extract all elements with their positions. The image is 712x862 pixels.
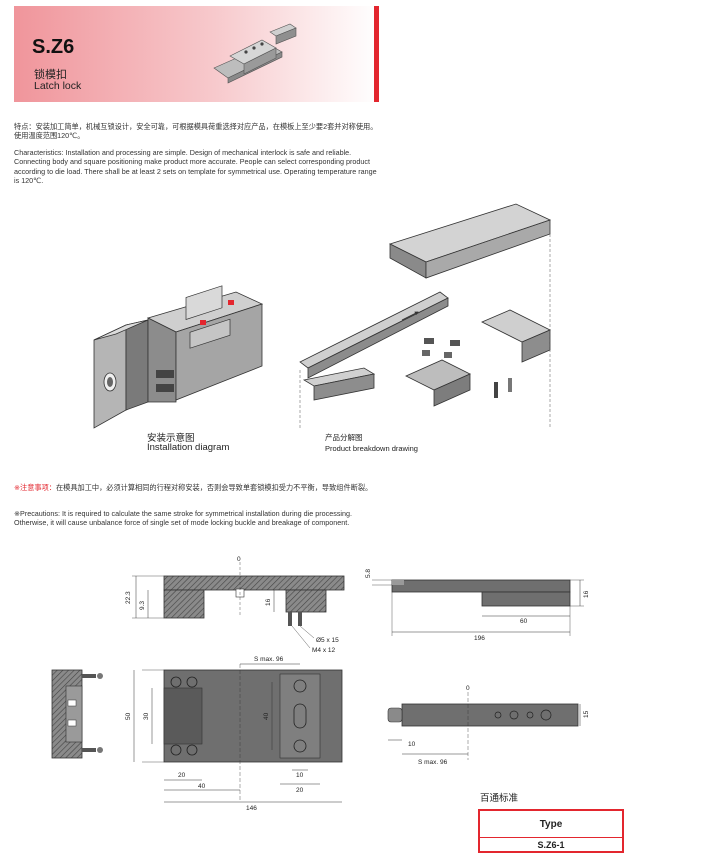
dim-10-b: 10: [408, 741, 416, 748]
title-banner: [14, 6, 378, 102]
installation-caption-en: Installation diagram: [147, 442, 230, 453]
type-table: Type S.Z6-1: [478, 809, 624, 853]
dim-5x15: Ø5 x 15: [316, 637, 339, 644]
dim-5-8: 5.8: [365, 569, 372, 578]
type-value: S.Z6-1: [537, 840, 565, 850]
dim-zero-a: 0: [237, 556, 241, 563]
dim-196: 196: [474, 635, 485, 642]
precautions-en: ※Precautions: It is required to calculat…: [14, 509, 352, 528]
dim-40-h: 40: [198, 783, 206, 790]
drawing-bar-profile: 5.8 16 60 196: [365, 569, 590, 642]
dim-16-a: 16: [265, 598, 272, 606]
precautions-cn-text: 在模具加工中，必须计算相同的行程对称安装，否则会导致单套锁模扣受力不平衡，导致组…: [55, 483, 373, 492]
drawing-plan-view: S max. 96 50 30 40 20 40 10 20 146: [125, 656, 343, 812]
product-thumbnail: [213, 23, 297, 84]
dim-m4x12: M4 x 12: [312, 647, 336, 654]
standard-title: 百通标准: [480, 793, 519, 804]
breakdown-caption-cn: 产品分解图: [325, 433, 363, 442]
precautions-cn: ※注意事项：在模具加工中，必须计算相同的行程对称安装，否则会导致单套锁模扣受力不…: [14, 483, 380, 492]
product-code: S.Z6: [32, 36, 75, 58]
installation-diagram: [93, 285, 264, 429]
features-cn: 特点：安装加工简单，机械互锁设计，安全可靠，可根据模具荷重选择对应产品，在模板上…: [14, 122, 378, 141]
product-name-cn: 锁模扣: [34, 69, 67, 81]
dim-60: 60: [520, 618, 528, 625]
dim-15: 15: [583, 710, 590, 718]
dim-s-max-bottom: S max. 96: [418, 759, 448, 766]
dim-10-a: 10: [296, 772, 304, 779]
dim-146: 146: [246, 805, 257, 812]
dim-20-b: 20: [296, 787, 304, 794]
dim-zero-b: 0: [466, 685, 470, 692]
dim-22-3: 22.3: [125, 591, 132, 604]
dim-16-b: 16: [583, 590, 590, 598]
product-name-en: Latch lock: [34, 80, 82, 92]
dim-s-max-top: S max. 96: [254, 656, 284, 663]
installation-caption-cn: 安装示意图: [147, 433, 195, 444]
drawing-bar-plan: 0 15 10 S max. 96: [387, 685, 590, 766]
breakdown-caption-en: Product breakdown drawing: [325, 444, 418, 453]
drawing-side-view: 0 22.3 9.3 16 Ø5 x 15 M4 x 12: [125, 556, 345, 654]
breakdown-diagram: [299, 203, 552, 428]
dim-9-3: 9.3: [139, 601, 146, 610]
drawing-end-section: [51, 669, 103, 759]
dim-40-v: 40: [263, 712, 270, 720]
precautions-label: ※注意事项：: [14, 483, 56, 492]
features-en: Characteristics: Installation and proces…: [14, 148, 377, 186]
dim-30: 30: [143, 712, 150, 720]
title-accent-bar: [374, 6, 379, 102]
dim-50: 50: [125, 712, 132, 720]
dim-20-a: 20: [178, 772, 186, 779]
type-header: Type: [480, 811, 622, 838]
